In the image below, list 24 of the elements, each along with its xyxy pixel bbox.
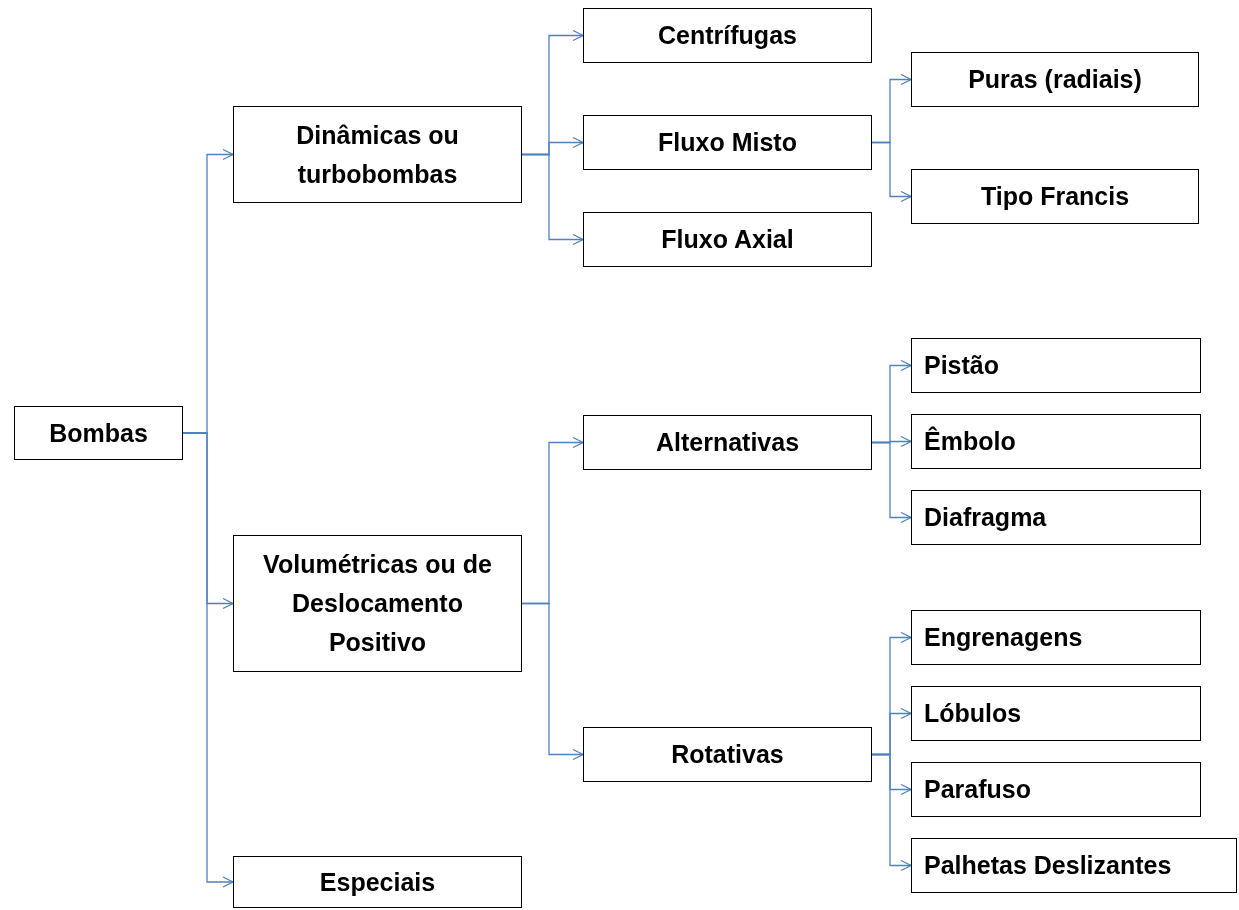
category-box: Palhetas Deslizantes bbox=[911, 838, 1237, 893]
arrow bbox=[871, 441, 912, 524]
category-box: Bombas bbox=[14, 406, 183, 460]
category-box: Volumétricas ou de Deslocamento Positivo bbox=[233, 535, 522, 672]
category-box: Êmbolo bbox=[911, 414, 1201, 469]
category-box: Parafuso bbox=[911, 762, 1201, 817]
category-box: Dinâmicas ou turbobombas bbox=[233, 106, 522, 203]
arrow bbox=[871, 753, 912, 872]
category-box: Pistão bbox=[911, 338, 1201, 393]
category-box: Diafragma bbox=[911, 490, 1201, 545]
category-box: Fluxo Axial bbox=[583, 212, 872, 267]
category-box: Rotativas bbox=[583, 727, 872, 782]
category-box: Especiais bbox=[233, 856, 522, 908]
arrow bbox=[871, 141, 912, 203]
arrow bbox=[521, 153, 584, 246]
category-box: Alternativas bbox=[583, 415, 872, 470]
category-box: Puras (radiais) bbox=[911, 52, 1199, 107]
category-box: Fluxo Misto bbox=[583, 115, 872, 170]
arrow bbox=[521, 602, 584, 761]
category-box: Lóbulos bbox=[911, 686, 1201, 741]
category-box: Tipo Francis bbox=[911, 169, 1199, 224]
category-box: Engrenagens bbox=[911, 610, 1201, 665]
category-box: Centrífugas bbox=[583, 8, 872, 63]
arrow bbox=[182, 432, 234, 888]
